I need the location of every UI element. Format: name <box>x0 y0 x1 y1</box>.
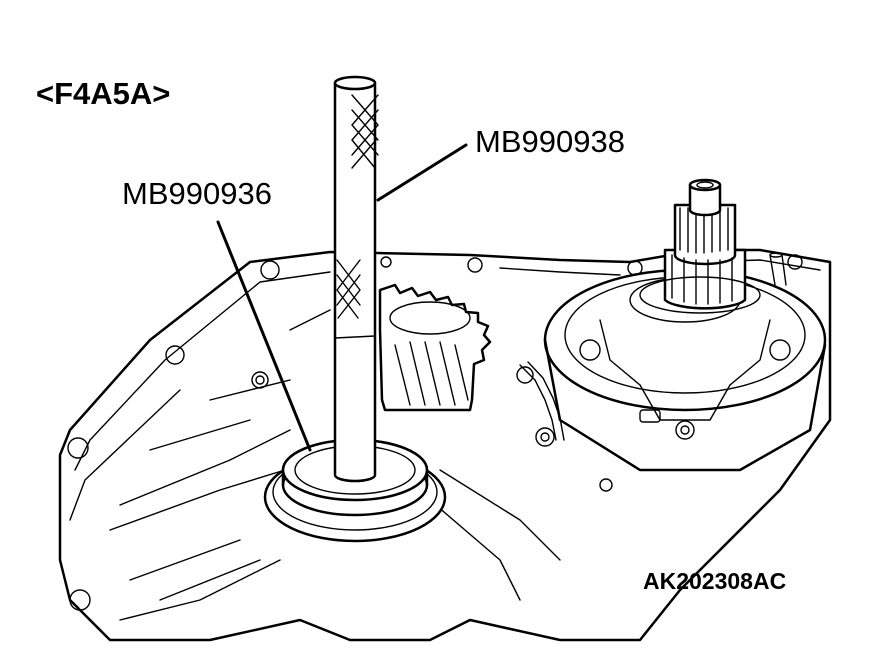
tool-handle-bar <box>333 75 379 483</box>
figure-id: AK202308AC <box>643 568 787 594</box>
gear-teeth-arc <box>519 361 565 441</box>
input-shaft <box>639 178 761 314</box>
variant-label: <F4A5A> <box>36 76 171 111</box>
tool-label-driver: MB990938 <box>475 124 625 159</box>
leader-line-installer <box>216 220 312 452</box>
tool-label-installer: MB990936 <box>122 176 272 211</box>
case-ribs <box>109 256 613 601</box>
pipe-fittings <box>769 252 787 286</box>
pinion-gear <box>378 283 492 412</box>
oil-seal <box>263 438 447 543</box>
leader-line-driver <box>376 143 468 202</box>
oil-pump-housing <box>543 268 827 472</box>
